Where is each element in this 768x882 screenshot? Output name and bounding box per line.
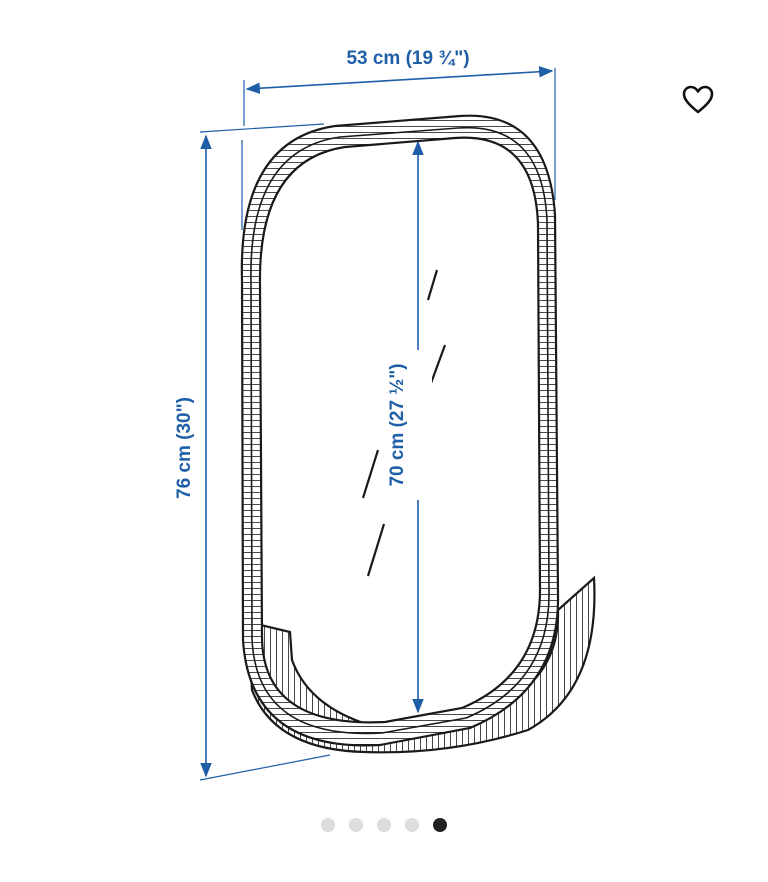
carousel-dot-1[interactable] [321, 818, 335, 832]
width-dimension: 53 cm (19 ¾") [243, 48, 556, 200]
image-carousel-indicator [0, 816, 768, 834]
glass-height-dimension: 70 cm (27 ½") [387, 140, 432, 714]
carousel-dot-3[interactable] [377, 818, 391, 832]
height-label: 76 cm (30") [174, 397, 195, 499]
wishlist-button[interactable] [676, 80, 720, 120]
mirror-frame [240, 114, 596, 754]
heart-outline-icon [682, 85, 714, 114]
glass-height-label: 70 cm (27 ½") [387, 363, 408, 486]
width-label: 53 cm (19 ¾") [346, 48, 469, 69]
carousel-dot-4[interactable] [405, 818, 419, 832]
height-dimension: 76 cm (30") [174, 123, 331, 781]
carousel-dot-2[interactable] [349, 818, 363, 832]
carousel-dot-5[interactable] [433, 818, 447, 832]
